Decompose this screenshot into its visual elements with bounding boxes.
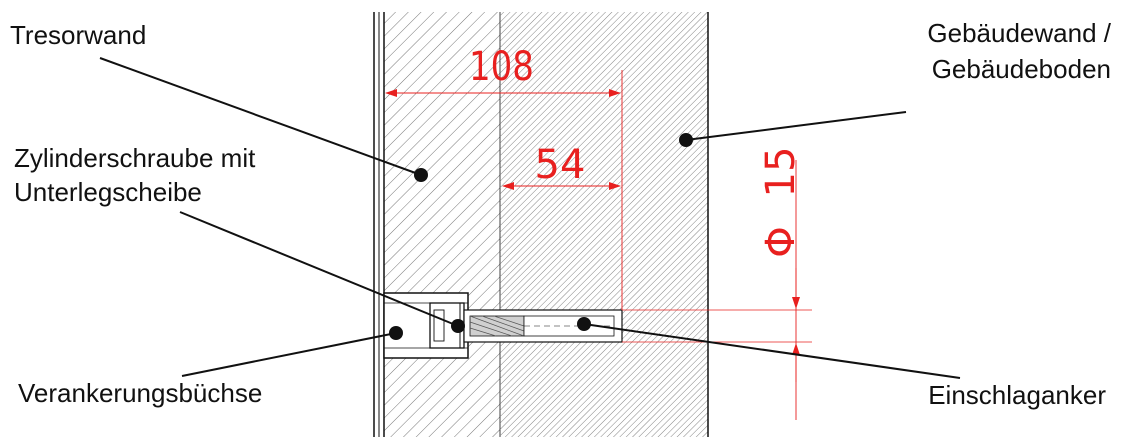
label-gebaeudewand-1: Gebäudewand /	[927, 18, 1111, 48]
dimension-108: 108	[469, 43, 534, 89]
cylinder-screw	[429, 302, 465, 349]
label-zylinderschraube-1: Zylinderschraube mit	[14, 143, 256, 173]
tresorwand-marker	[414, 168, 428, 182]
gebaeudewand-marker	[679, 133, 693, 147]
diameter-symbol: Φ	[758, 226, 804, 257]
label-verankerungsbuechse: Verankerungsbüchse	[18, 378, 262, 408]
verankerungsbuechse-marker	[389, 326, 403, 340]
dimension-54: 54	[535, 142, 586, 188]
label-einschlaganker: Einschlaganker	[928, 380, 1106, 410]
dimension-15: 15	[758, 147, 804, 198]
label-tresorwand: Tresorwand	[10, 20, 146, 50]
zylinderschraube-marker	[451, 319, 465, 333]
label-gebaeudewand-2: Gebäudeboden	[932, 54, 1111, 84]
leader-lines	[99, 57, 961, 379]
building-wall-section	[500, 12, 709, 437]
dimension-lines	[385, 70, 812, 420]
label-zylinderschraube-2: Unterlegscheibe	[14, 177, 202, 207]
safe-wall-section	[373, 12, 501, 437]
einschlaganker-marker	[577, 317, 591, 331]
